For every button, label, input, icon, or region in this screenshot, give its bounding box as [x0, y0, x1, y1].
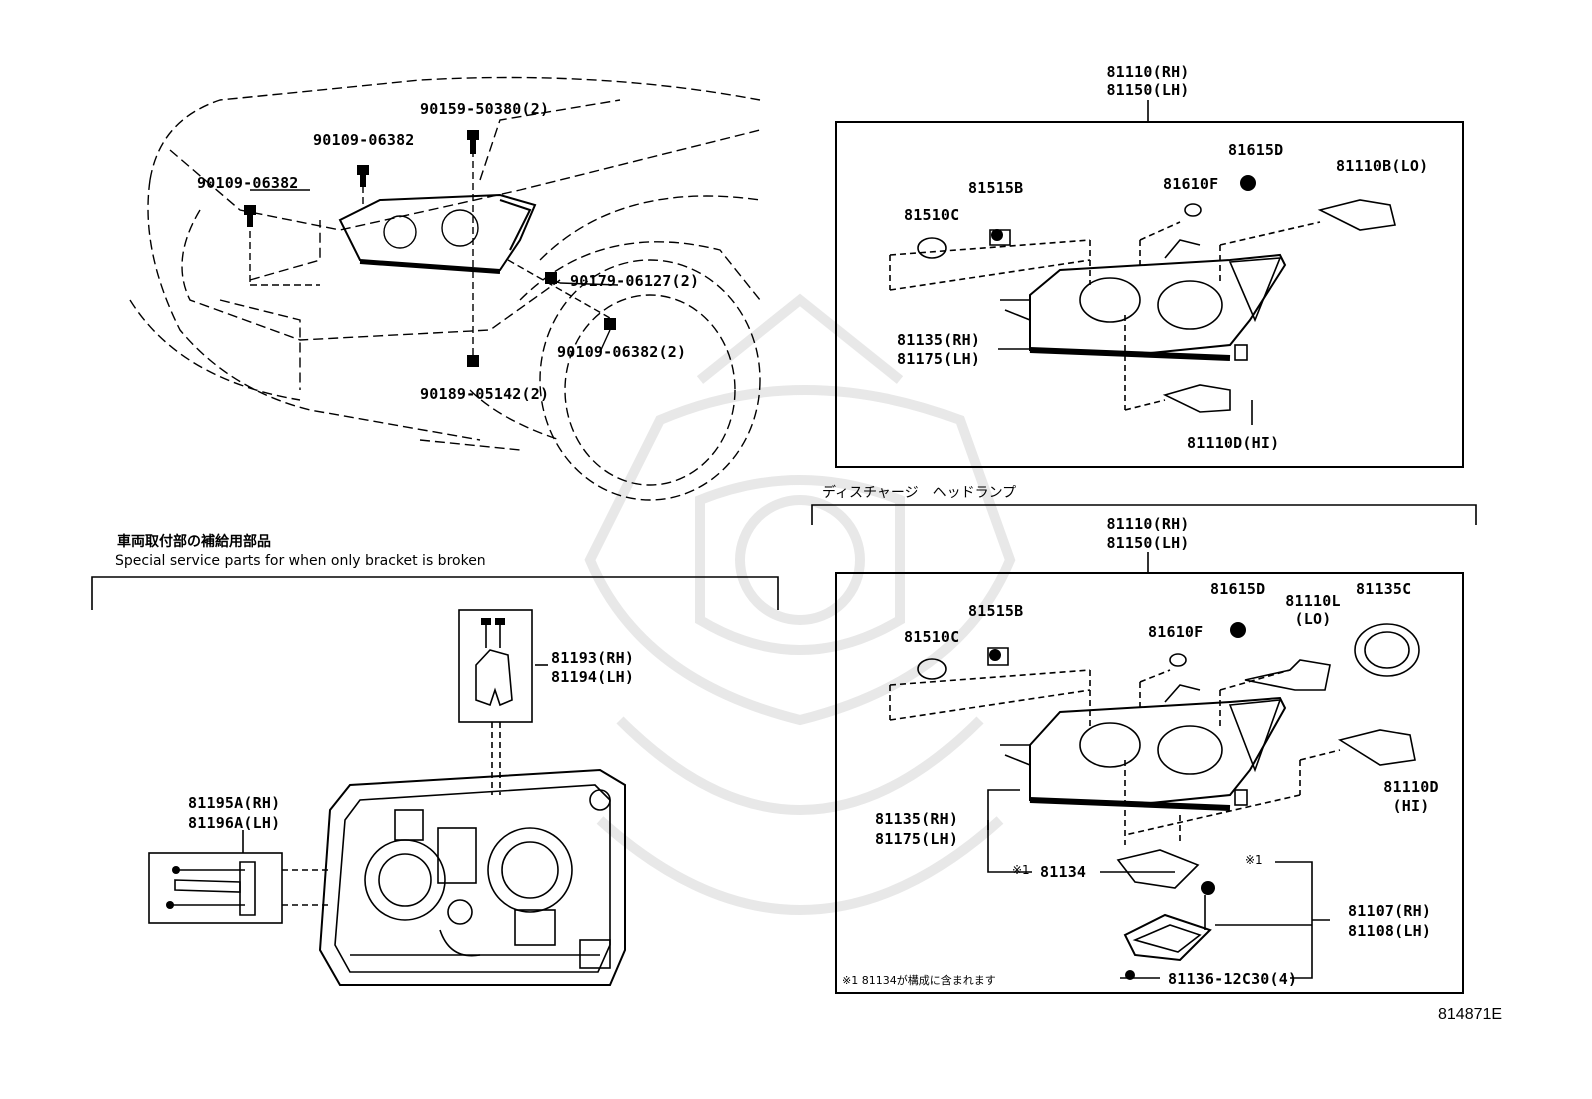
label-90109-06382-b: 90109-06382 — [197, 174, 299, 192]
label-81610f: 81610F — [1163, 175, 1219, 193]
label-90109-06382-a: 90109-06382 — [313, 131, 415, 149]
car-front-view — [129, 76, 761, 501]
label-81110l-lo: (LO) — [1294, 610, 1332, 628]
discharge-small-parts — [989, 622, 1246, 980]
label-81150-lh-discharge: 81150(LH) — [1106, 534, 1190, 552]
label-90109-06382-c: 90109-06382(2) — [557, 343, 687, 361]
label-81615d-discharge: 81615D — [1210, 580, 1266, 598]
fastener-icons — [244, 130, 616, 367]
label-81134: 81134 — [1040, 863, 1087, 881]
label-81107-rh: 81107(RH) — [1348, 902, 1432, 920]
label-81175-lh: 81175(LH) — [897, 350, 981, 368]
label-81515b: 81515B — [968, 179, 1024, 197]
label-81150-lh: 81150(LH) — [1106, 81, 1190, 99]
label-81610f-discharge: 81610F — [1148, 623, 1204, 641]
label-90159-50380: 90159-50380(2) — [420, 100, 550, 118]
bracket-title-en: Special service parts for when only brac… — [115, 553, 486, 569]
ballast-mark: ※1 — [1245, 853, 1263, 867]
label-81615d: 81615D — [1228, 141, 1284, 159]
bracket-screws — [166, 618, 505, 909]
label-81110d-hi-discharge: (HI) — [1392, 797, 1430, 815]
label-81194-lh: 81194(LH) — [551, 668, 635, 686]
discharge-note: ※1 81134が構成に含まれます — [842, 974, 996, 987]
label-81510c: 81510C — [904, 206, 960, 224]
figure-code: 814871E — [1438, 1006, 1503, 1023]
label-81136-12c30: 81136-12C30(4) — [1168, 970, 1298, 988]
label-81515b-discharge: 81515B — [968, 602, 1024, 620]
label-81110-rh-discharge: 81110(RH) — [1106, 515, 1190, 533]
discharge-title: ディスチャージ ヘッドランプ — [822, 485, 1017, 501]
gasket-mark: ※1 — [1012, 863, 1030, 877]
label-90189-05142: 90189-05142(2) — [420, 385, 550, 403]
discharge-panel — [811, 504, 1477, 994]
label-81108-lh: 81108(LH) — [1348, 922, 1432, 940]
label-81110d: 81110D — [1383, 778, 1439, 796]
label-81195a-rh: 81195A(RH) — [188, 794, 281, 812]
label-81110l: 81110L — [1285, 592, 1341, 610]
label-81110-rh: 81110(RH) — [1106, 63, 1190, 81]
label-81110d-hi: 81110D(HI) — [1187, 434, 1280, 452]
label-81175-lh-discharge: 81175(LH) — [875, 830, 959, 848]
halogen-small-parts — [991, 175, 1256, 241]
halogen-panel — [835, 100, 1464, 468]
label-81110b-lo: 81110B(LO) — [1336, 157, 1429, 175]
label-81135c: 81135C — [1356, 580, 1412, 598]
bracket-title-jp: 車両取付部の補給用部品 — [117, 534, 271, 550]
bracket-panel — [91, 576, 779, 986]
label-81196a-lh: 81196A(LH) — [188, 814, 281, 832]
label-90179-06127: 90179-06127(2) — [570, 272, 700, 290]
label-81135-rh-discharge: 81135(RH) — [875, 810, 959, 828]
label-81510c-discharge: 81510C — [904, 628, 960, 646]
samurai-helmet-watermark — [584, 293, 1016, 915]
label-81193-rh: 81193(RH) — [551, 649, 635, 667]
label-81135-rh: 81135(RH) — [897, 331, 981, 349]
